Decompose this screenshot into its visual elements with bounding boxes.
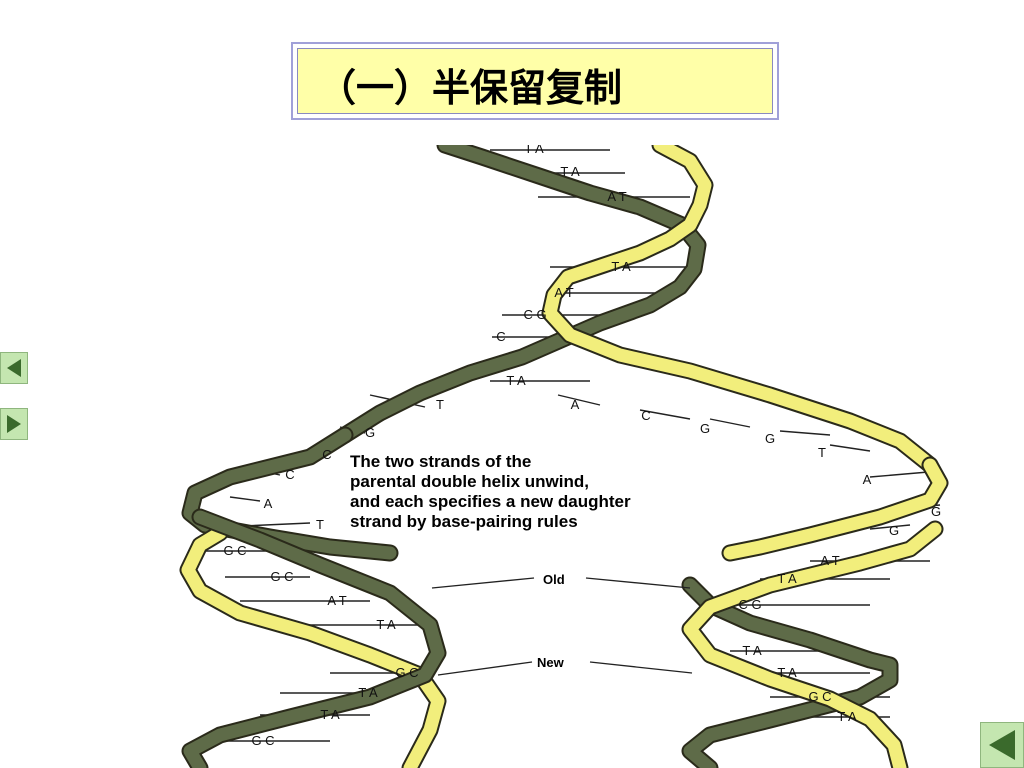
base-letter: T (818, 445, 826, 460)
base-letter: A (264, 496, 273, 511)
base-letter: G C (251, 733, 274, 748)
base-pair-rung (557, 394, 601, 406)
prev-slide-button[interactable] (0, 352, 28, 384)
prev-arrow-icon (7, 359, 21, 377)
base-letter: T A (524, 145, 544, 156)
base-letter: T (436, 397, 444, 412)
new-label-group: New (437, 655, 693, 676)
base-letter: T A (837, 709, 857, 724)
base-letter: T A (376, 617, 396, 632)
base-letter: G (931, 504, 941, 519)
base-letter: C G (738, 597, 761, 612)
caption-line-4: strand by base-pairing rules (350, 512, 578, 531)
old-label-group: Old (431, 572, 691, 589)
back-arrow-icon (989, 730, 1015, 760)
base-letter: G C (270, 569, 293, 584)
parental-strand-yellow (543, 145, 937, 472)
base-letter: G C (223, 543, 246, 558)
left-daughter-new-strand (181, 526, 445, 768)
base-pair-rung (779, 430, 831, 436)
base-letter: G (765, 431, 775, 446)
base-letter: T A (777, 571, 797, 586)
base-letter: T A (777, 665, 797, 680)
base-pair-rung (869, 524, 911, 530)
base-letter: A (863, 472, 872, 487)
caption-line-3: and each specifies a new daughter (350, 492, 631, 511)
base-letter: T A (506, 373, 526, 388)
title-box: （一）半保留复制 (297, 48, 773, 114)
base-letter: C (496, 329, 505, 344)
slide-title: （一）半保留复制 (318, 66, 623, 110)
parental-strand-dark-lower (183, 428, 397, 560)
base-letter: T A (320, 707, 340, 722)
caption-line-2: parental double helix unwind, (350, 472, 589, 491)
back-button[interactable] (980, 722, 1024, 768)
base-letter: C (285, 467, 294, 482)
caption-line-1: The two strands of the (350, 452, 531, 471)
base-letter: G C (808, 689, 831, 704)
base-letter: G (365, 425, 375, 440)
base-letter: A T (554, 285, 573, 300)
left-daughter-old-strand (183, 510, 445, 768)
base-letter: C (322, 447, 331, 462)
new-strand-label: New (537, 655, 565, 670)
dna-replication-diagram: The two strands of the parental double h… (179, 145, 949, 768)
old-strand-label: Old (543, 572, 565, 587)
base-letter: T A (611, 259, 631, 274)
title-frame: （一）半保留复制 (291, 42, 779, 120)
base-letter: T A (742, 643, 762, 658)
parental-strand-yellow-lower (723, 458, 947, 560)
base-letter: A T (327, 593, 346, 608)
parental-strand-dark (338, 145, 705, 442)
base-pair-rung (639, 409, 691, 420)
next-slide-button[interactable] (0, 408, 28, 440)
base-letter: G (889, 523, 899, 538)
helix-strands (179, 145, 949, 768)
base-letter: T (316, 517, 324, 532)
right-daughter-new-strand (683, 522, 942, 768)
base-pair-rung (829, 444, 871, 452)
base-letter: T A (560, 164, 580, 179)
base-letter: G C (395, 665, 418, 680)
base-letter: A T (607, 189, 626, 204)
right-daughter-old-strand (683, 578, 897, 768)
base-letter: C G (523, 307, 546, 322)
base-letter: A T (820, 553, 839, 568)
base-letter: C (641, 408, 650, 423)
base-letter: A (571, 397, 580, 412)
base-pair-rung (229, 496, 261, 502)
base-letter: G (700, 421, 710, 436)
diagram-caption: The two strands of the parental double h… (350, 452, 631, 531)
next-arrow-icon (7, 415, 21, 433)
base-pair-rung (709, 418, 751, 428)
base-letter: T A (358, 685, 378, 700)
